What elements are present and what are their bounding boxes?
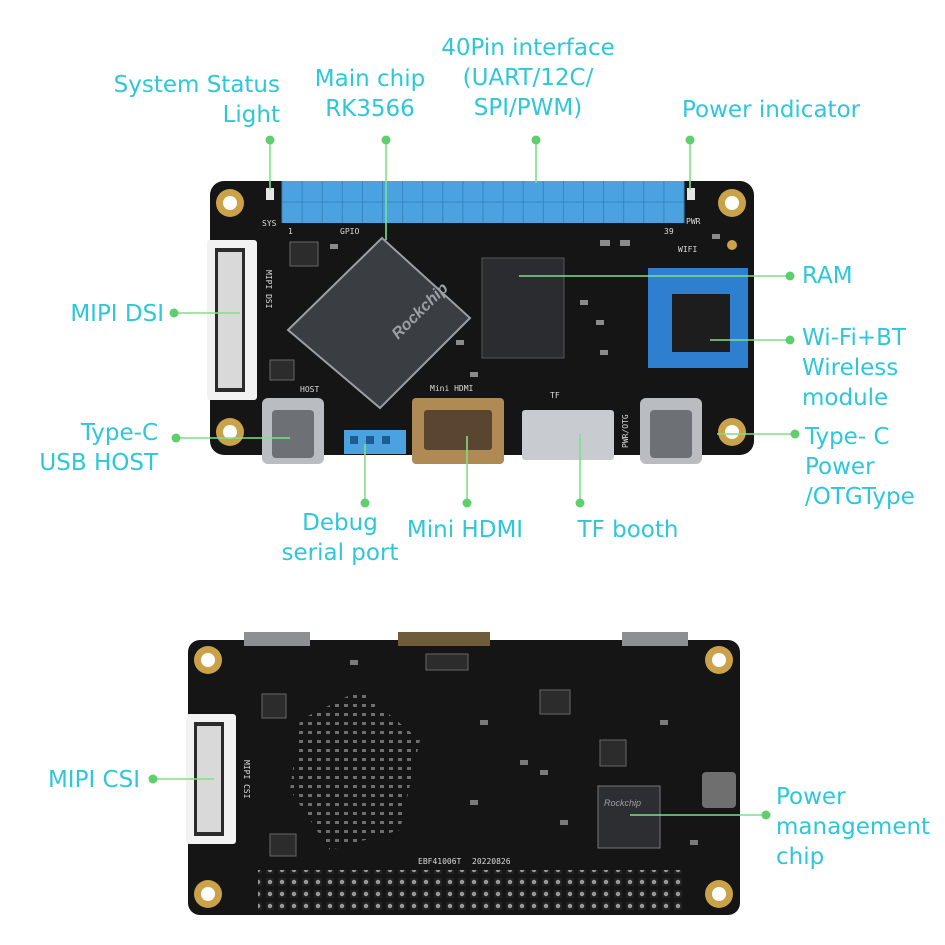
- label-system-status-light: System Status Light: [94, 70, 280, 130]
- system-status-led: [266, 188, 274, 200]
- label-line: Power: [776, 784, 846, 810]
- label-line: TF booth: [577, 517, 679, 543]
- label-line: 40Pin interface: [441, 35, 615, 61]
- ram-chip: [481, 257, 565, 359]
- label-line: (UART/12C/: [462, 65, 594, 91]
- bottom-gpio-pins: [258, 870, 684, 914]
- bottom-usb-stub-right: [622, 632, 688, 646]
- silk-board-date: 20220826: [472, 857, 511, 866]
- mounting-holes-top: [216, 189, 746, 446]
- inductor: [702, 772, 736, 808]
- label-mini-hdmi: Mini HDMI: [395, 515, 535, 545]
- label-type-c-host: Type-C USB HOST: [20, 418, 158, 478]
- label-line: Wi-Fi+BT: [802, 325, 906, 351]
- silk-sys: SYS: [262, 219, 277, 228]
- silk-pin1: 1: [288, 227, 293, 236]
- label-line: Type-C: [80, 420, 158, 446]
- top-board: SYS GPIO 1 39 PWR WIFI HOST Mini HDMI TF…: [207, 181, 754, 464]
- label-line: Power indicator: [682, 97, 861, 123]
- label-line: Power: [805, 454, 875, 480]
- silk-pwr: PWR: [686, 217, 701, 226]
- label-ram: RAM: [802, 261, 853, 291]
- silk-pin39: 39: [664, 227, 674, 236]
- silk-mini-hdmi: Mini HDMI: [430, 384, 474, 393]
- pmic-chip: Rockchip: [597, 785, 661, 849]
- label-debug-serial: Debug serial port: [270, 508, 410, 568]
- label-main-chip: Main chip RK3566: [300, 64, 440, 124]
- debug-serial-header: [344, 430, 406, 454]
- label-line: Mini HDMI: [406, 517, 524, 543]
- label-line: MIPI CSI: [47, 767, 140, 793]
- leader-dots: [148, 135, 800, 820]
- label-line: System Status: [113, 72, 280, 98]
- main-chip: Rockchip: [286, 236, 472, 410]
- label-line: Type- C: [805, 424, 890, 450]
- gpio-header: [281, 181, 685, 223]
- leader-lines: [153, 140, 795, 816]
- label-line: Wireless: [802, 355, 899, 381]
- label-line: Main chip: [314, 66, 426, 92]
- usb-c-power-port: [640, 398, 702, 464]
- via-field: [290, 690, 420, 850]
- label-tf-booth: TF booth: [560, 515, 696, 545]
- label-line: SPI/PWM): [473, 95, 583, 121]
- label-mipi-dsi: MIPI DSI: [40, 299, 164, 329]
- bottom-hdmi-stub: [398, 632, 490, 646]
- bottom-usb-stub-left: [244, 632, 310, 646]
- label-mipi-csi: MIPI CSI: [20, 765, 140, 795]
- power-led: [687, 188, 695, 200]
- label-line: module: [802, 385, 889, 411]
- silk-mipi-dsi: MIPI DSI: [264, 270, 273, 309]
- mounting-holes-bottom: [194, 646, 733, 908]
- silk-wifi: WIFI: [678, 245, 697, 254]
- label-line: serial port: [281, 540, 399, 566]
- label-line: management: [776, 814, 931, 840]
- mipi-dsi-connector: [207, 240, 257, 400]
- label-line: RK3566: [325, 96, 415, 122]
- label-pmic: Power management chip: [776, 782, 930, 872]
- silk-host: HOST: [300, 385, 319, 394]
- label-line: /OTGType: [805, 484, 915, 510]
- label-line: RAM: [802, 263, 853, 289]
- mini-hdmi-port: [412, 398, 504, 464]
- passive-components-bottom: [261, 653, 698, 857]
- silk-pwr-otg: PWR/OTG: [621, 414, 630, 448]
- label-wifi-bt: Wi-Fi+BT Wireless module: [802, 323, 906, 413]
- label-line: USB HOST: [39, 450, 158, 476]
- pmic-brand-text: Rockchip: [604, 798, 641, 808]
- label-40pin-interface: 40Pin interface (UART/12C/ SPI/PWM): [428, 33, 628, 123]
- silk-gpio: GPIO: [340, 227, 359, 236]
- label-line: chip: [776, 844, 825, 870]
- label-line: Light: [222, 102, 280, 128]
- label-line: Debug: [302, 510, 378, 536]
- wifi-bt-module: [648, 268, 748, 368]
- bottom-board: MIPI CSI EBF41006T 20220826 Rockchip: [186, 632, 740, 915]
- label-line: MIPI DSI: [70, 301, 164, 327]
- silk-tf: TF: [550, 391, 560, 400]
- silk-board-id: EBF41006T: [418, 857, 462, 866]
- label-power-indicator: Power indicator: [682, 95, 860, 125]
- label-type-c-power: Type- C Power /OTGType: [805, 422, 915, 512]
- tf-card-slot: [522, 410, 614, 460]
- silk-mipi-csi: MIPI CSI: [242, 760, 251, 799]
- usb-c-host-port: [262, 398, 324, 464]
